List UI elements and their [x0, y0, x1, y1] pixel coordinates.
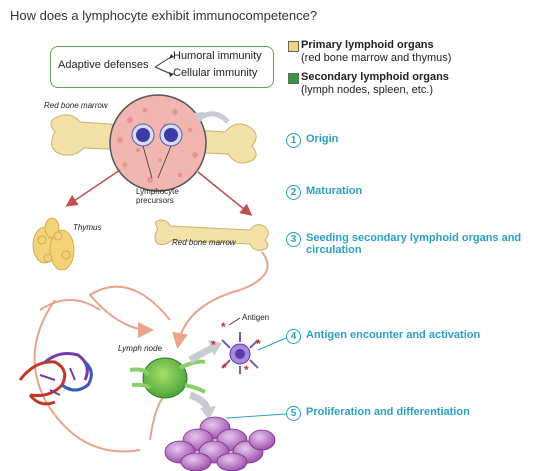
adaptive-defenses-label: Adaptive defenses: [58, 59, 149, 71]
step-number: 1: [286, 133, 301, 148]
primary-lymphoid-swatch: [288, 41, 299, 52]
step5-leader: [225, 413, 287, 419]
precursor-pointer: [142, 145, 172, 179]
cellular-immunity-label: Cellular immunity: [173, 67, 258, 79]
svg-text:*: *: [221, 320, 226, 334]
svg-text:*: *: [244, 363, 249, 377]
legend-arrows: [154, 54, 174, 77]
origin-arrow-head: [194, 112, 204, 123]
primary-lymphoid-desc: (red bone marrow and thymus): [301, 52, 452, 64]
activated-lymphocyte: [221, 332, 259, 374]
step-proliferation: 5 Proliferation and differentiation: [286, 406, 470, 421]
primary-lymphoid-title: Primary lymphoid organs: [301, 39, 434, 51]
step-text: Seeding secondary lymphoid organs and ci…: [306, 232, 522, 256]
proliferating-cell-cluster: [164, 416, 276, 471]
lymphocyte-precursor-cell: [131, 123, 155, 147]
arrow-to-bone-marrow: [197, 171, 253, 216]
origin-arrow: [198, 111, 230, 124]
lymphocyte-precursor-cell: [159, 123, 183, 147]
secondary-lymphoid-swatch: [288, 73, 299, 84]
step-antigen-encounter: 4 Antigen encounter and activation: [286, 329, 480, 344]
marrow-magnifier: [109, 94, 207, 192]
primary-lymphoid-key: Primary lymphoid organs (red bone marrow…: [301, 39, 451, 65]
circulation-arc-top: [39, 299, 101, 311]
circulation-arc-bottom: [149, 394, 166, 441]
label-red-bone-marrow-right: Red bone marrow: [172, 238, 236, 247]
svg-text:*: *: [256, 337, 261, 351]
question-title: How does a lymphocyte exhibit immunocomp…: [10, 8, 318, 23]
step-number: 2: [286, 185, 301, 200]
activation-arrow-head: [208, 340, 222, 356]
step-text: Proliferation and differentiation: [306, 406, 470, 418]
label-lymph-node: Lymph node: [118, 344, 162, 353]
bone-right: [154, 219, 269, 251]
step-text: Origin: [306, 133, 339, 145]
step-number: 4: [286, 329, 301, 344]
secondary-lymphoid-key: Secondary lymphoid organs (lymph nodes, …: [301, 71, 449, 97]
thymus: [32, 217, 75, 271]
label-thymus: Thymus: [73, 223, 102, 232]
step-number: 3: [286, 232, 301, 247]
label-red-bone-marrow-top: Red bone marrow: [44, 101, 108, 110]
secondary-lymphoid-desc: (lymph nodes, spleen, etc.): [301, 84, 434, 96]
arrow-to-thymus: [65, 169, 121, 207]
antigen-pointer: [228, 317, 241, 326]
lymph-node: [129, 357, 206, 399]
svg-text:*: *: [222, 361, 227, 375]
adaptive-defenses-legend: Adaptive defenses Humoral immunity Cellu…: [50, 46, 274, 88]
step-origin: 1 Origin: [286, 133, 338, 148]
circulation-arc-return: [88, 285, 171, 338]
proliferation-arrow-head: [200, 406, 216, 420]
humoral-immunity-label: Humoral immunity: [173, 50, 262, 62]
step4-leader: [257, 337, 287, 351]
antigen-marker: * * * * *: [211, 320, 261, 377]
circulation-arc-left: [33, 299, 141, 453]
svg-text:*: *: [211, 338, 216, 352]
step-seeding: 3 Seeding secondary lymphoid organs and …: [286, 232, 526, 256]
activation-arrow: [188, 344, 214, 364]
label-antigen: Antigen: [242, 313, 270, 322]
step-text: Antigen encounter and activation: [306, 329, 481, 341]
blood-vessel-network: [18, 352, 93, 406]
label-lymphocyte-precursors-1: Lymphocyte: [136, 187, 179, 196]
step-number: 5: [286, 406, 301, 421]
circulation-arrow: [172, 251, 269, 349]
step-text: Maturation: [306, 185, 363, 197]
step-maturation: 2 Maturation: [286, 185, 362, 200]
secondary-lymphoid-title: Secondary lymphoid organs: [301, 71, 449, 83]
label-lymphocyte-precursors-2: precursors: [136, 196, 174, 205]
